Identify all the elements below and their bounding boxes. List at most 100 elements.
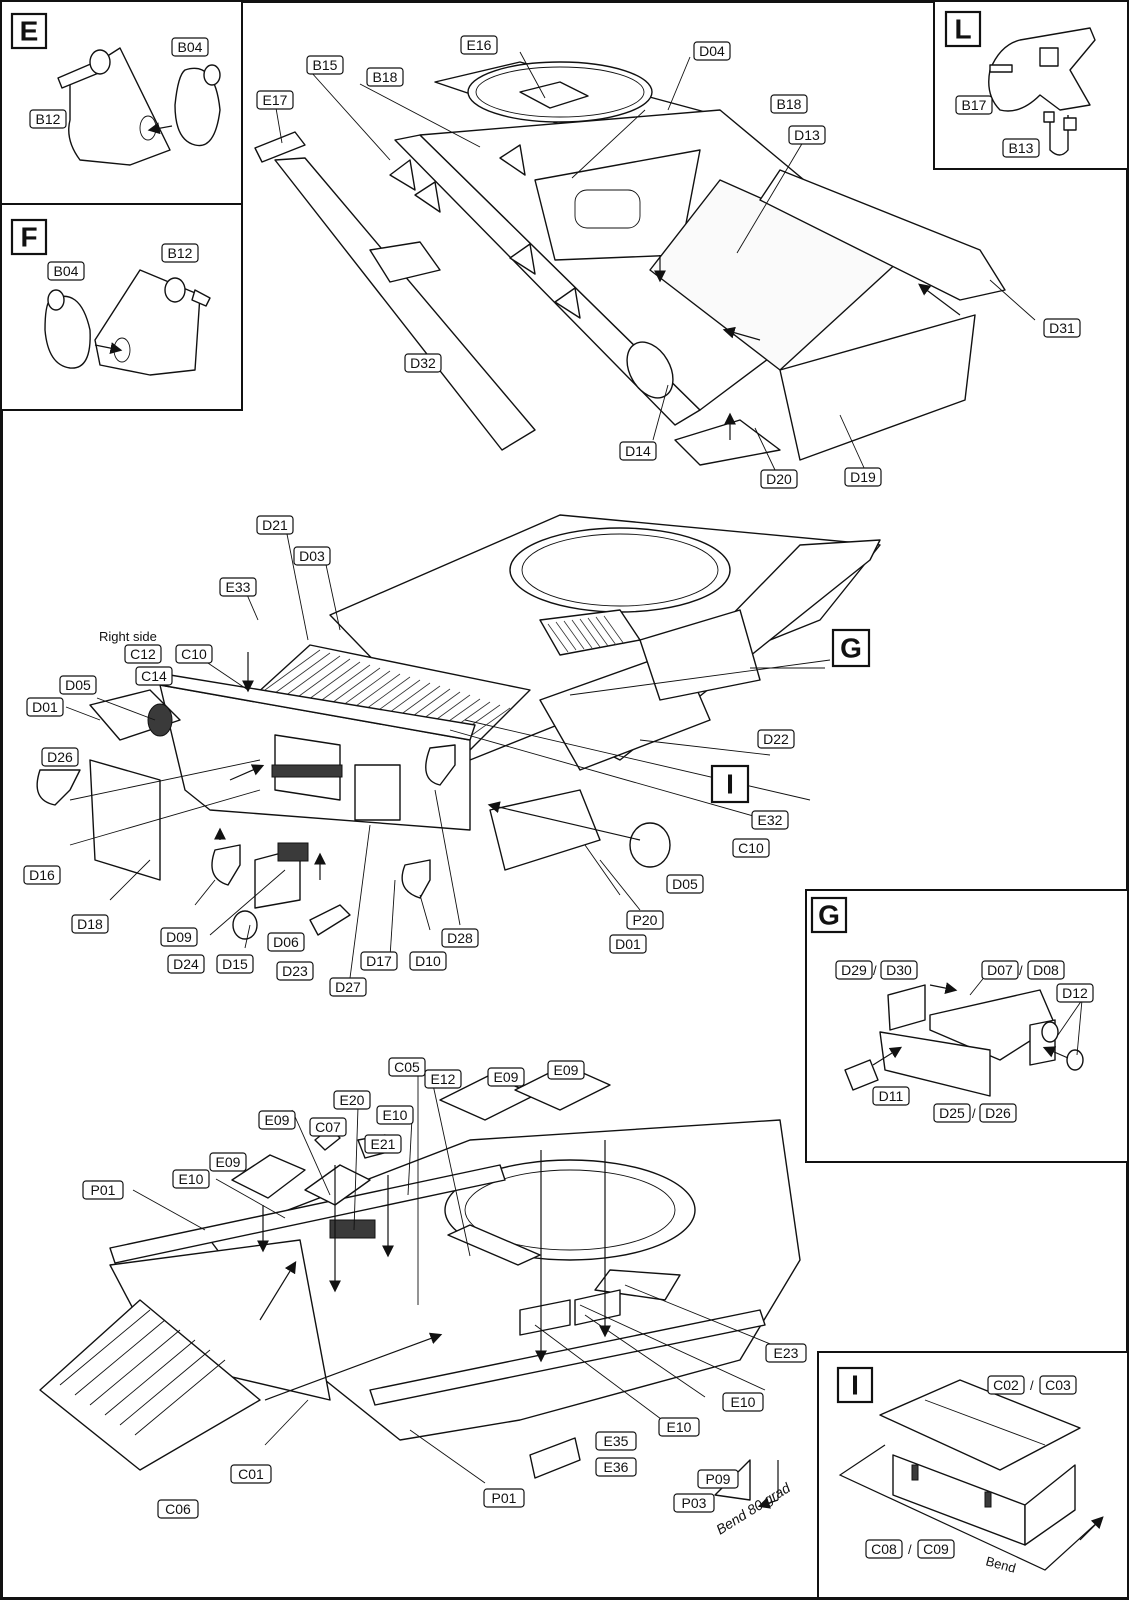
svg-text:P20: P20 <box>633 912 658 928</box>
svg-text:D05: D05 <box>672 876 698 892</box>
svg-text:E33: E33 <box>226 579 251 595</box>
step-badge-g: G <box>810 896 848 934</box>
svg-text:E23: E23 <box>774 1345 799 1361</box>
svg-text:D13: D13 <box>794 127 820 143</box>
svg-text:B17: B17 <box>962 97 987 113</box>
panel-e: E B04 B12 <box>0 0 243 205</box>
svg-text:D04: D04 <box>699 43 725 59</box>
svg-text:C08: C08 <box>871 1541 897 1557</box>
svg-text:P01: P01 <box>492 1490 517 1506</box>
svg-text:C06: C06 <box>165 1501 191 1517</box>
part-label: D15 <box>216 954 254 974</box>
svg-text:D30: D30 <box>886 962 912 978</box>
step2-labels: D21 D03 E33 C12 C10 C14 D05 D01 D26 D16 … <box>23 515 795 997</box>
svg-text:E09: E09 <box>494 1069 519 1085</box>
svg-text:F: F <box>20 222 37 253</box>
part-label: B18 <box>770 94 808 114</box>
svg-text:D10: D10 <box>415 953 441 969</box>
svg-text:C07: C07 <box>315 1119 341 1135</box>
part-label: C12 <box>124 644 162 664</box>
part-label: D03 <box>293 546 331 566</box>
svg-text:D03: D03 <box>299 548 325 564</box>
svg-text:C14: C14 <box>141 668 167 684</box>
svg-text:G: G <box>840 633 862 664</box>
svg-text:D26: D26 <box>985 1105 1011 1121</box>
part-label: D21 <box>256 515 294 535</box>
svg-text:E09: E09 <box>216 1154 241 1170</box>
part-label: E10 <box>172 1169 210 1189</box>
svg-text:/: / <box>1019 963 1023 978</box>
part-label: E36 <box>595 1457 637 1477</box>
part-label: E09 <box>258 1110 296 1130</box>
part-label: E10 <box>658 1417 700 1437</box>
svg-text:D21: D21 <box>262 517 288 533</box>
part-label: P01 <box>82 1180 124 1200</box>
part-label: E20 <box>333 1090 371 1110</box>
part-label: E17 <box>256 90 294 110</box>
panel-l: L B17 B13 <box>933 0 1129 170</box>
part-label: C01 <box>230 1464 272 1484</box>
svg-text:B13: B13 <box>1009 140 1034 156</box>
part-label: D16 <box>23 865 61 885</box>
part-label: D19 <box>844 467 882 487</box>
svg-text:E12: E12 <box>431 1071 456 1087</box>
right-grill <box>547 615 625 653</box>
part-label: B12 <box>161 243 199 263</box>
part-label: D25 <box>933 1103 971 1123</box>
svg-text:D23: D23 <box>282 963 308 979</box>
svg-text:E21: E21 <box>371 1136 396 1152</box>
svg-text:D29: D29 <box>841 962 867 978</box>
svg-text:E32: E32 <box>758 812 783 828</box>
panel-i: I C02 / C03 C08 / C09 Bend <box>817 1351 1129 1599</box>
svg-text:G: G <box>818 900 840 931</box>
svg-text:D27: D27 <box>335 979 361 995</box>
svg-text:E10: E10 <box>667 1419 692 1435</box>
part-label: D28 <box>441 928 479 948</box>
part-label: D08 <box>1027 960 1065 980</box>
part-label: B13 <box>1002 138 1040 158</box>
svg-text:D24: D24 <box>173 956 199 972</box>
svg-text:D14: D14 <box>625 443 651 459</box>
svg-text:E10: E10 <box>383 1107 408 1123</box>
svg-text:E36: E36 <box>604 1459 629 1475</box>
step1-hull-assembly <box>254 51 1036 471</box>
part-label: E09 <box>209 1152 247 1172</box>
step3-front-hull <box>39 1064 801 1501</box>
part-label: D01 <box>609 934 647 954</box>
part-label: D12 <box>1056 983 1094 1003</box>
part-label: D05 <box>666 874 704 894</box>
part-label: D27 <box>329 977 367 997</box>
svg-text:P01: P01 <box>91 1182 116 1198</box>
part-label: D13 <box>788 125 826 145</box>
part-label: E09 <box>487 1067 525 1087</box>
part-label: P09 <box>697 1469 739 1489</box>
track-links-c06 <box>39 1299 261 1471</box>
part-label: E09 <box>547 1060 585 1080</box>
part-label: C06 <box>157 1499 199 1519</box>
part-label: E12 <box>424 1069 462 1089</box>
svg-text:E10: E10 <box>179 1171 204 1187</box>
part-label: E23 <box>765 1343 807 1363</box>
svg-text:/: / <box>1030 1378 1034 1393</box>
part-label: P01 <box>483 1488 525 1508</box>
svg-text:C05: C05 <box>394 1059 420 1075</box>
i-labels: C02 / C03 C08 / C09 Bend <box>865 1375 1077 1576</box>
part-label: D07 <box>981 960 1019 980</box>
svg-text:E16: E16 <box>467 37 492 53</box>
svg-text:L: L <box>954 14 971 45</box>
part-label: D30 <box>880 960 918 980</box>
svg-text:D05: D05 <box>65 677 91 693</box>
part-label: C03 <box>1039 1375 1077 1395</box>
step2-rear-hull <box>36 514 881 979</box>
svg-text:D06: D06 <box>273 934 299 950</box>
svg-text:P09: P09 <box>706 1471 731 1487</box>
svg-text:D12: D12 <box>1062 985 1088 1001</box>
part-label: E35 <box>595 1431 637 1451</box>
svg-text:C02: C02 <box>993 1377 1019 1393</box>
bracket-part-e <box>57 47 221 166</box>
svg-text:B12: B12 <box>168 245 193 261</box>
svg-text:D08: D08 <box>1033 962 1059 978</box>
shackle-part <box>1043 111 1077 156</box>
svg-text:C03: C03 <box>1045 1377 1071 1393</box>
